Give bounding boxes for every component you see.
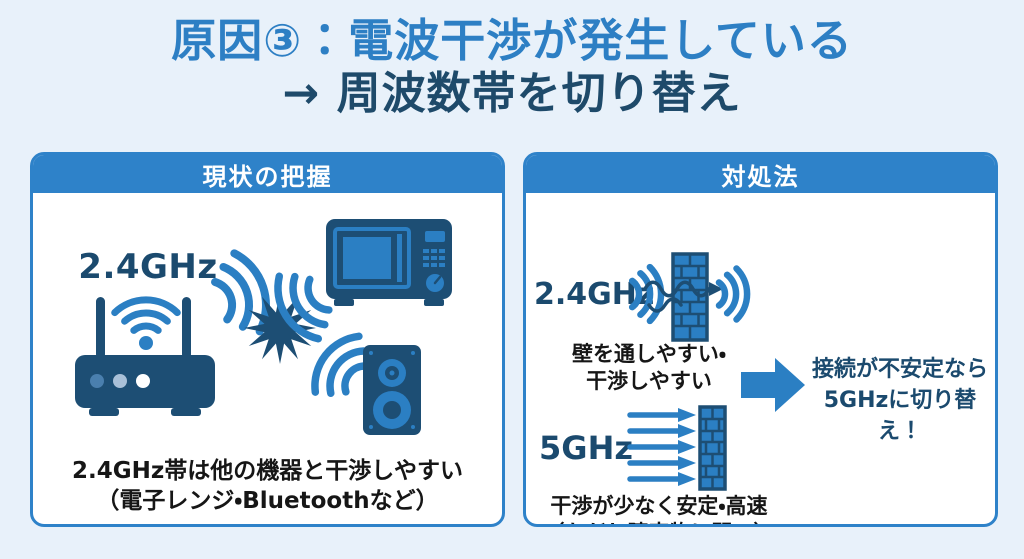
radio-waves-right-icon — [715, 265, 751, 323]
left-caption-line1: 2.4GHz帯は他の機器と干渉しやすい — [71, 458, 464, 485]
interference-burst-icon — [244, 292, 316, 364]
title-line1: 原因③：電波干渉が発生している — [171, 14, 853, 67]
speaker-waves-icon — [311, 332, 370, 398]
panel-solution-body: 2.4GHz — [526, 193, 995, 524]
radio-waves-left-icon — [628, 263, 665, 325]
panel-current-status-header: 現状の把握 — [33, 155, 502, 193]
band-5ghz-description: 干渉が少なく安定・高速 （ただし障害物に弱い） — [528, 493, 790, 524]
page-title: 原因③：電波干渉が発生している → 周波数帯を切り替え — [0, 14, 1024, 119]
big-right-arrow-icon — [741, 358, 805, 412]
wifi-signal-icon — [111, 296, 181, 350]
panel-current-status: 現状の把握 2.4GHz — [30, 152, 505, 527]
panel-solution: 対処法 2.4GHz — [523, 152, 998, 527]
switch-callout-line1: 接続が不安定なら — [811, 357, 988, 382]
left-caption-line2: （電子レンジ・Bluetoothなど） — [96, 488, 439, 515]
wall-penetration-illustration — [628, 252, 751, 342]
band-24ghz-desc-line1: 壁を通しやすい・ — [572, 342, 726, 366]
switch-callout-line2: 5GHzに切り替え！ — [823, 387, 977, 444]
left-panel-caption: 2.4GHz帯は他の機器と干渉しやすい （電子レンジ・Bluetoothなど） — [33, 457, 502, 517]
interference-illustration — [75, 219, 452, 435]
panel-current-status-body: 2.4GHz — [33, 193, 502, 524]
microwave-oven-icon — [326, 219, 452, 306]
band-24ghz-desc-line2: 干渉しやすい — [586, 369, 712, 394]
wall-blocking-illustration — [627, 405, 727, 491]
band-24ghz-description: 壁を通しやすい・ 干渉しやすい — [534, 341, 764, 396]
router-frequency-label: 2.4GHz — [78, 247, 218, 287]
band-5ghz-label: 5GHz — [539, 429, 633, 467]
switch-callout: 接続が不安定なら 5GHzに切り替え！ — [807, 355, 993, 447]
brick-wall-icon — [698, 405, 727, 491]
brick-wall-icon — [671, 252, 709, 342]
title-line2: → 周波数帯を切り替え — [282, 67, 742, 119]
speaker-icon — [363, 345, 421, 435]
band-5ghz-desc-line2: （ただし障害物に弱い） — [528, 520, 790, 524]
straight-arrows-icon — [627, 408, 696, 486]
panel-solution-header: 対処法 — [526, 155, 995, 193]
wifi-router-icon — [75, 297, 215, 416]
wavy-arrow-icon — [643, 280, 723, 313]
microwave-waves-icon — [274, 272, 333, 343]
band-5ghz-desc-line1: 干渉が少なく安定・高速 — [550, 494, 768, 518]
